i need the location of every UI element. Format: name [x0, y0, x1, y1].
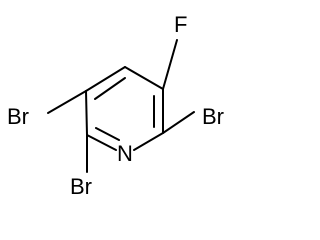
ring-bond-n-c6-inner [95, 127, 120, 141]
ring-bond-c6-c5 [85, 90, 88, 136]
bond-c5-bromine [47, 90, 87, 114]
bromine-right-label: Br [202, 104, 224, 129]
structure-diagram: F N Br Br Br [7, 12, 224, 199]
molecule-drawing: F N Br Br Br [7, 12, 224, 199]
ring-bond-c4-c5-inner [94, 77, 126, 100]
ring-bond-n-c6 [86, 134, 117, 151]
ring-bond-c4-c3 [124, 66, 164, 90]
ring-bond-c2-n [133, 132, 164, 151]
nitrogen-label: N [117, 141, 133, 166]
bromine-bottom-label: Br [70, 174, 92, 199]
bond-c2-bromine [162, 111, 195, 134]
bromine-left-label: Br [7, 104, 29, 129]
ring-bond-c5-c4 [85, 66, 126, 92]
fluorine-label: F [174, 12, 187, 37]
bond-c3-fluorine [162, 39, 178, 90]
